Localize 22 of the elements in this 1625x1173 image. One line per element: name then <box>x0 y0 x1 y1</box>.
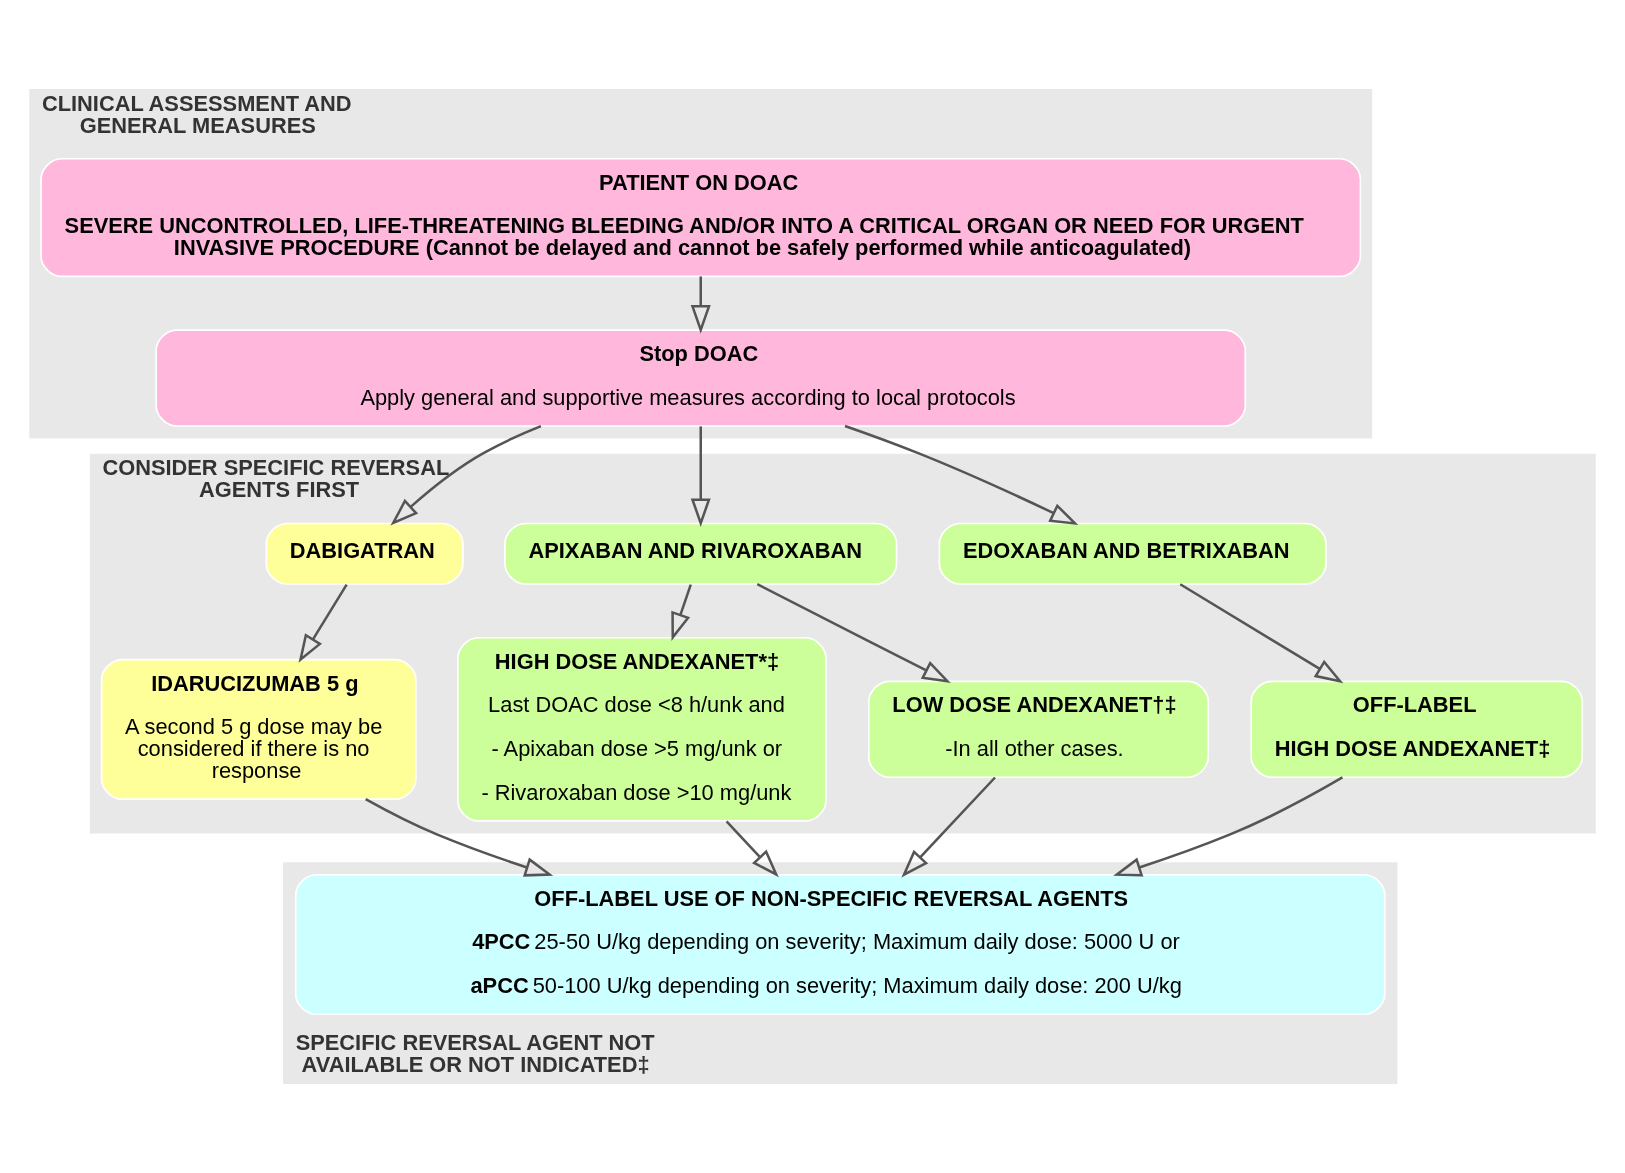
node-box: APIXABAN AND RIVAROXABAN <box>504 522 898 585</box>
node-box: LOW DOSE ANDEXANET†‡ -In all other cases. <box>867 680 1210 779</box>
node-box: EDOXABAN AND BETRIXABAN <box>938 522 1327 585</box>
node-box: OFF-LABEL HIGH DOSE ANDEXANET‡ <box>1250 680 1584 779</box>
arrow <box>756 583 951 683</box>
arrow <box>1179 583 1344 684</box>
arrow <box>365 798 554 877</box>
arrow <box>725 820 779 878</box>
arrow <box>671 584 692 641</box>
arrow <box>844 424 1079 526</box>
arrow <box>390 424 542 526</box>
node-box: OFF-LABEL USE OF NON-SPECIFIC REVERSAL AGENTS 4PCC 25-50 U/kg depending on severity; Maximum daily dose: 5000 U or aPCC 50-100 U/kg depending on severity; Maximum daily dose: 200 U/kg <box>294 873 1386 1016</box>
arrow <box>901 776 996 878</box>
node-box: HIGH DOSE ANDEXANET*‡ Last DOAC dose <8 h/unk and - Apixaban dose >5 mg/unk or - Rivaroxaban dose >10 mg/unk <box>457 636 827 822</box>
node-box: IDARUCIZUMAB 5 g A second 5 g dose may be considered if there is no response <box>100 658 417 800</box>
arrow <box>1113 776 1344 877</box>
arrow <box>298 583 348 663</box>
arrow <box>690 426 711 528</box>
node-box: Stop DOAC Apply general and supportive measures according to local protocols <box>155 329 1247 427</box>
node-box: DABIGATRAN <box>265 522 464 585</box>
node-box: PATIENT ON DOAC SEVERE UNCONTROLLED, LIFE-THREATENING BLEEDING AND/OR INTO A CRITICAL ORGAN OR NEED FOR URGENT INVASIVE PROCEDURE (Cannot be delayed and cannot be safely performed while anticoagulated) <box>40 157 1362 278</box>
arrow <box>690 276 711 334</box>
